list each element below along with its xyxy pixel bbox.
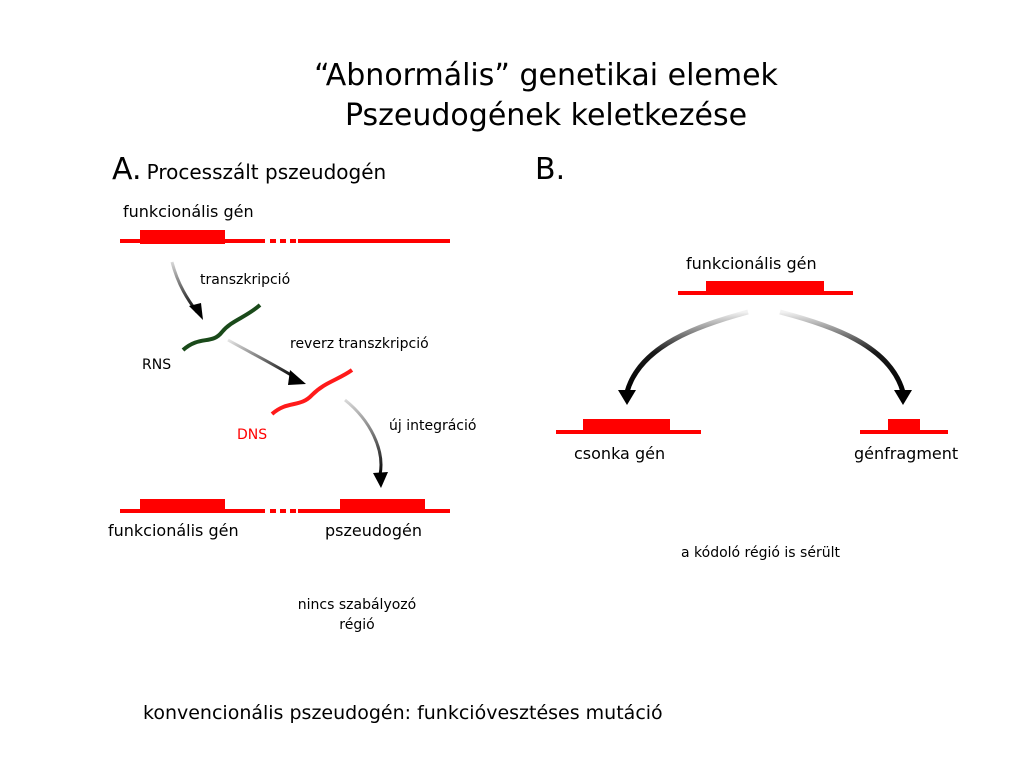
title-line-2: Pszeudogének keletkezése [344,98,748,133]
a-integration-label: új integráció [389,418,477,434]
a-top-gene-exon [140,230,225,244]
a-dna-label: DNS [237,427,268,443]
section-a-letter: A. [112,152,142,187]
b-coding-damaged-label: a kódoló régió is sérült [681,545,840,561]
a-transcription-arrow [170,261,203,320]
a-reverse-transcription-arrow [227,338,306,385]
footer-conventional: konvencionális pszeudogén: funkcióveszté… [143,702,663,724]
b-gene-label: funkcionális gén [686,254,817,273]
section-a-heading: A. Processzált pszeudogén [112,152,386,187]
a-reverse-transcription-label: reverz transzkripció [290,336,429,352]
a-top-gene-track [120,230,450,244]
a-rna-strand [181,303,262,352]
a-no-regulatory-line1: nincs szabályozó [297,597,417,613]
b-fragment-track [860,419,948,434]
b-truncated-exon [583,419,670,434]
b-gene-track [678,281,853,295]
b-fragment-label: génfragment [854,444,959,463]
a-transcription-label: transzkripció [200,272,291,288]
b-truncated-gene-track [556,419,701,434]
a-bottom-genome-track [120,499,450,513]
a-pseudogene-exon [340,499,425,513]
a-integration-arrow [344,398,388,488]
a-no-regulatory-line2: régió [339,617,375,633]
a-bottom-gene-label: funkcionális gén [108,521,239,540]
a-bottom-gene-exon [140,499,225,513]
b-right-arrow [779,309,912,405]
b-left-arrow [618,309,749,405]
b-gene-exon [706,281,824,295]
b-truncated-label: csonka gén [574,444,666,463]
a-rna-label: RNS [142,357,172,373]
section-b-letter: B. [535,152,566,187]
a-dna-strand [270,368,354,416]
title-line-1: “Abnormális” genetikai elemek [314,58,778,93]
a-top-gene-label: funkcionális gén [123,202,254,221]
section-a-subtitle: Processzált pszeudogén [146,160,387,184]
b-fragment-exon [888,419,920,434]
a-pseudogene-label: pszeudogén [325,521,422,540]
